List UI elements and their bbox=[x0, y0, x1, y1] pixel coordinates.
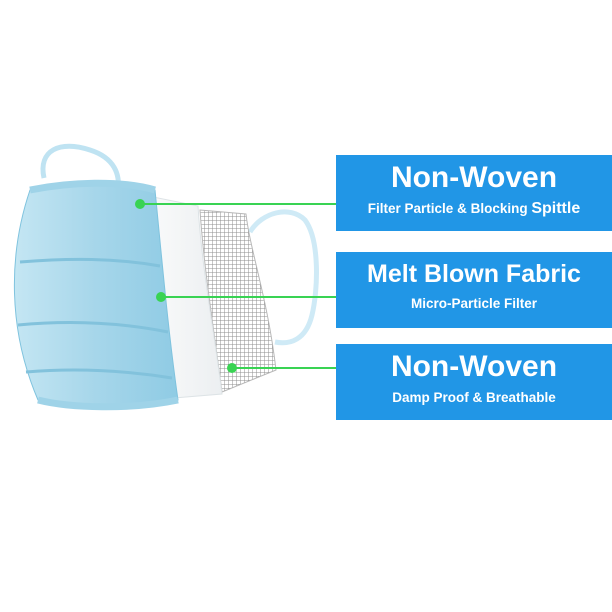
pleat-3 bbox=[25, 368, 173, 380]
pleat-1 bbox=[19, 257, 161, 268]
layer-title: Non-Woven bbox=[390, 350, 558, 383]
melt-blown-layer bbox=[199, 209, 277, 393]
layer-label-melt-blown: Melt Blown Fabric Micro-Particle Filter bbox=[336, 252, 612, 328]
pleat-2 bbox=[17, 320, 169, 334]
layer-title: Melt Blown Fabric bbox=[367, 260, 581, 288]
connector-dot-3 bbox=[227, 363, 237, 373]
layer-title: Non-Woven bbox=[390, 161, 558, 194]
layer-label-outer-nonwoven: Non-Woven Filter Particle & Blocking Spi… bbox=[336, 155, 612, 231]
layer-subtitle: Micro-Particle Filter bbox=[410, 296, 538, 311]
layer-subtitle: Damp Proof & Breathable bbox=[392, 390, 556, 405]
connector-dot-1 bbox=[135, 199, 145, 209]
top-binding bbox=[29, 179, 156, 194]
ear-loop-right bbox=[247, 209, 319, 346]
ear-loop-left bbox=[40, 143, 121, 191]
layer-label-inner-nonwoven: Non-Woven Damp Proof & Breathable bbox=[336, 344, 612, 420]
outer-blue-layer bbox=[13, 182, 179, 408]
bottom-binding bbox=[37, 396, 179, 411]
connector-dot-2 bbox=[156, 292, 166, 302]
layer-subtitle: Filter Particle & Blocking Spittle bbox=[367, 200, 581, 217]
